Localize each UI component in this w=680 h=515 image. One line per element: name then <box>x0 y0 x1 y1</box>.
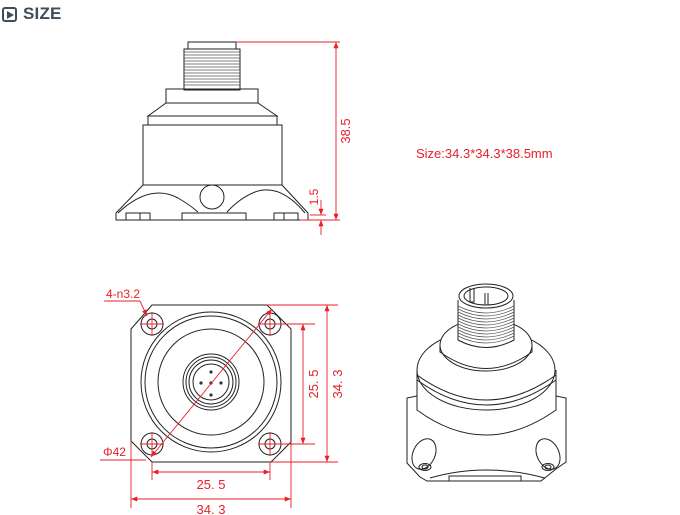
play-icon <box>2 6 17 22</box>
isometric-view <box>406 283 567 482</box>
dim-hole-spacing-v: 25. 5 <box>306 370 321 399</box>
dim-holes: 4-n3.2 <box>106 287 140 301</box>
side-view-dimensions <box>236 41 340 235</box>
dim-height: 34. 3 <box>330 370 345 399</box>
size-note: Size:34.3*34.3*38.5mm <box>416 146 553 161</box>
dim-base-height: 1.5 <box>307 188 321 205</box>
dim-diameter: Φ42 <box>103 445 126 459</box>
section-header: SIZE <box>2 3 62 25</box>
side-view <box>115 41 309 221</box>
dim-width: 34. 3 <box>197 502 226 515</box>
dim-hole-spacing-h: 25. 5 <box>197 477 226 492</box>
top-view-dimensions <box>100 300 338 508</box>
dim-total-height: 38.5 <box>338 118 353 143</box>
section-title: SIZE <box>23 4 62 23</box>
